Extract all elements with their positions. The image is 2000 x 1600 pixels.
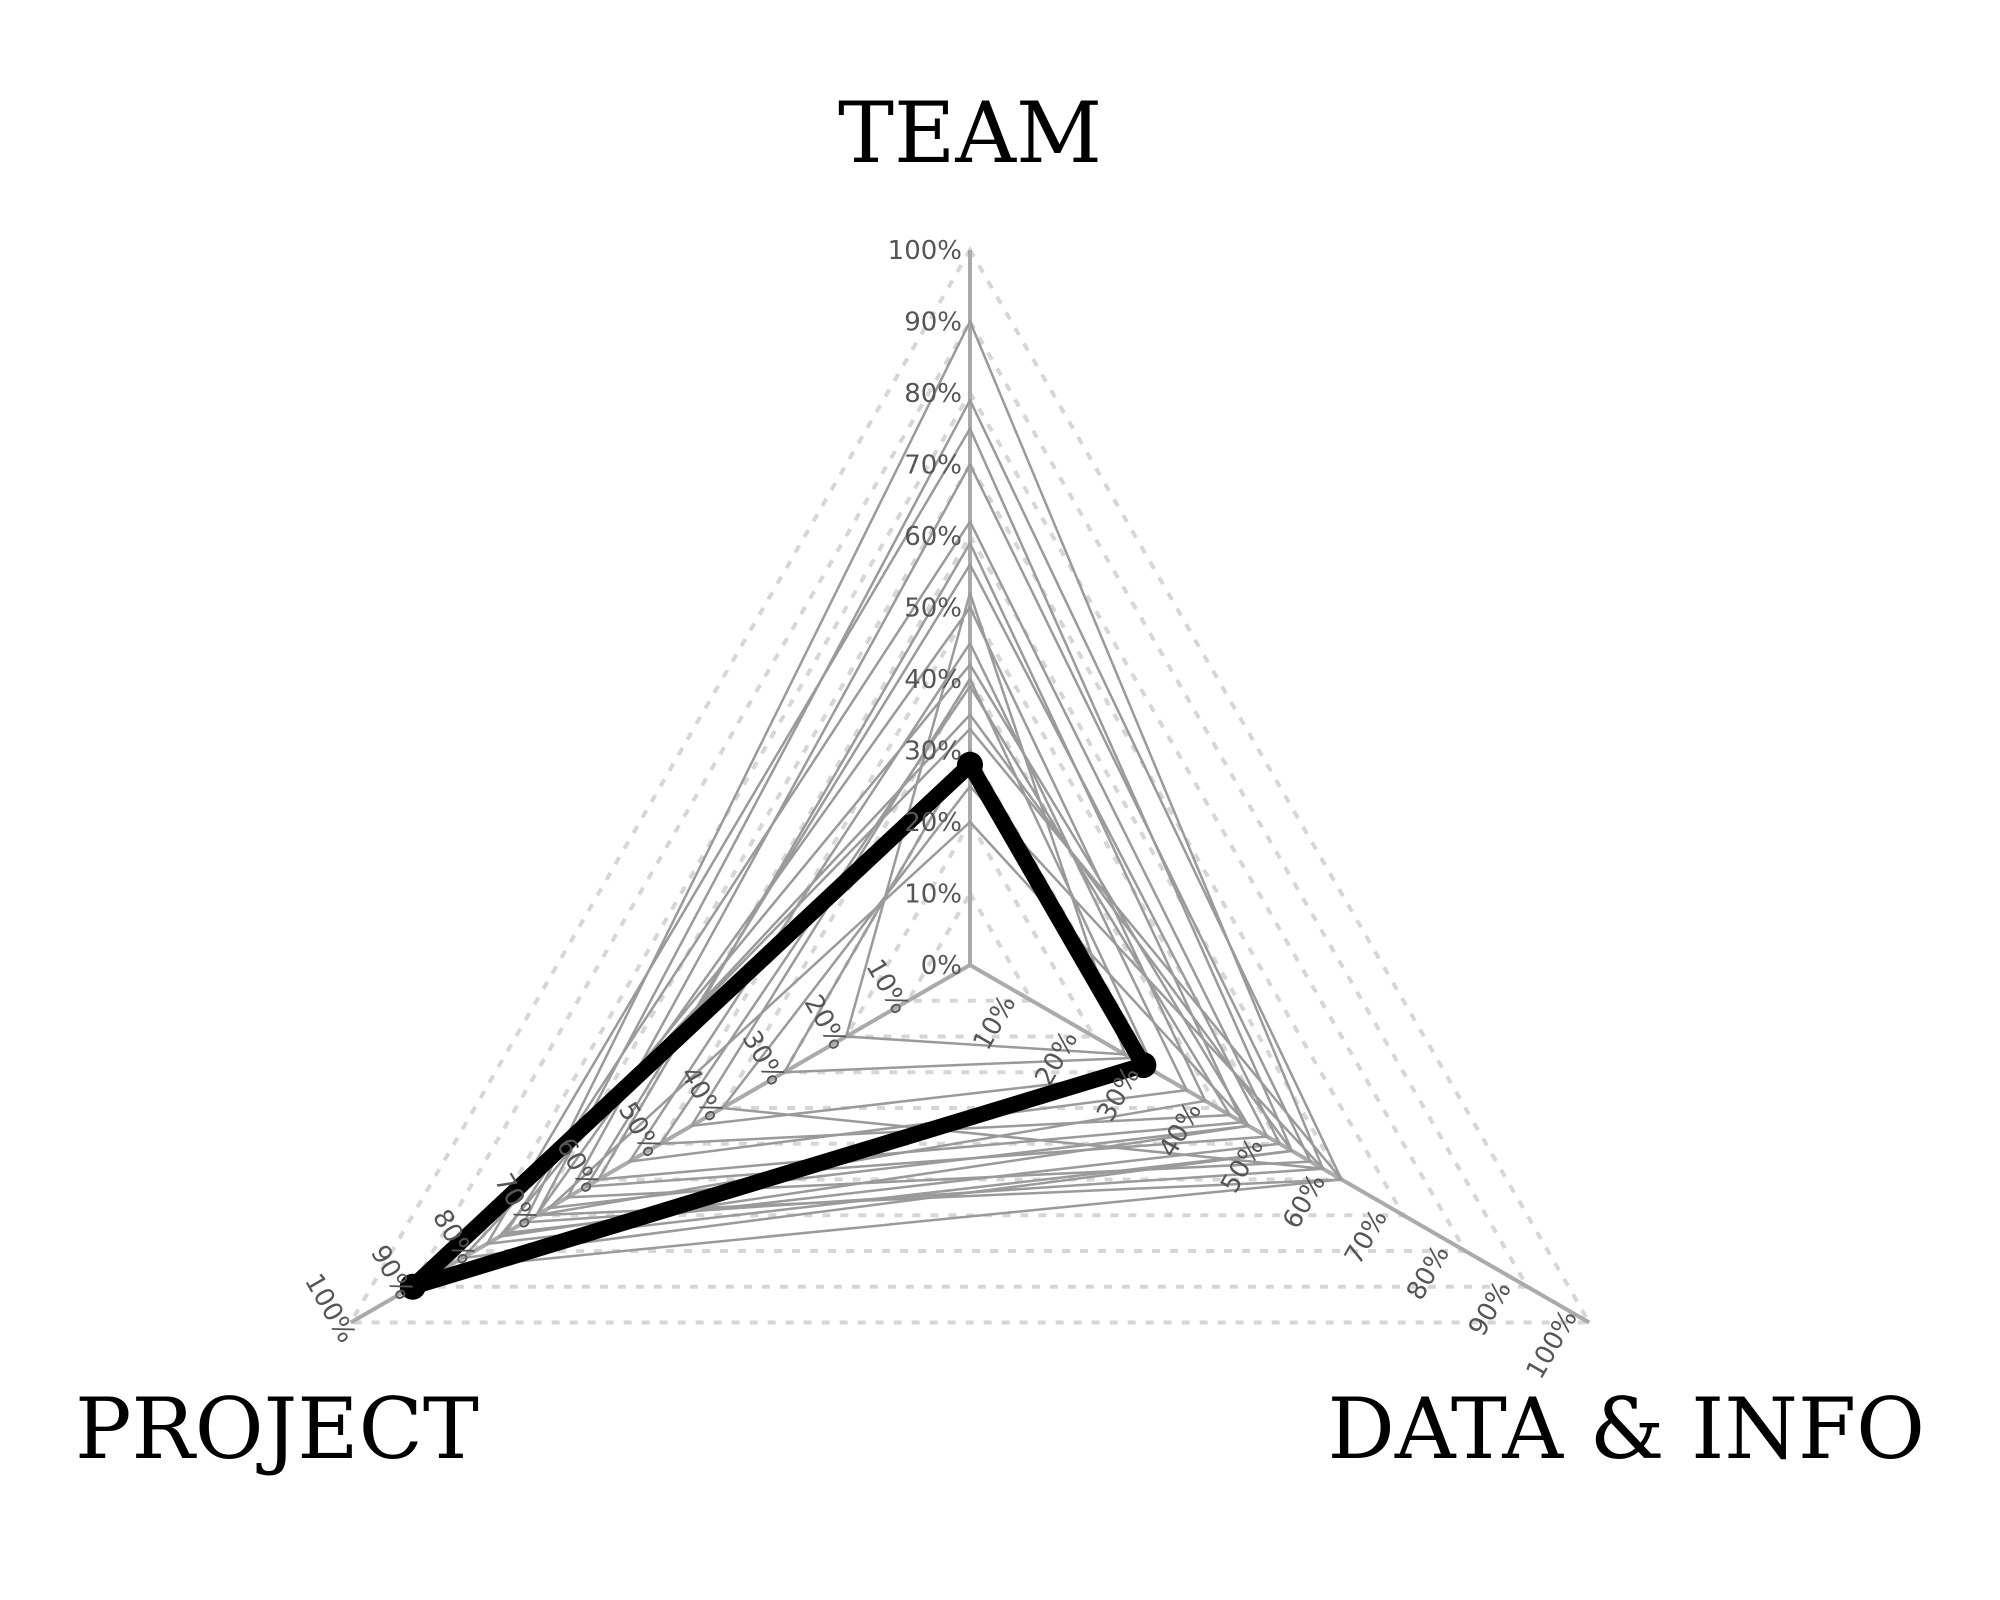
grid-ring-60 <box>595 532 1345 1182</box>
tick-label-team-40: 40% <box>904 665 962 695</box>
background-series-3 <box>485 427 1294 1246</box>
axis-title-data-info: DATA & INFO <box>1327 1380 1925 1478</box>
grid-ring-50 <box>656 603 1284 1146</box>
background-series-18 <box>498 663 1250 1238</box>
background-series-8 <box>535 606 1207 1217</box>
axis-title-layer: TEAM DATA & INFO PROJECT <box>75 84 1925 1478</box>
tick-label-team-60: 60% <box>904 522 962 552</box>
highlight-point-team <box>957 751 983 778</box>
highlight-series-line <box>404 756 1152 1295</box>
tick-label-project-100: 100% <box>298 1269 361 1348</box>
tick-label-team-30: 30% <box>904 737 962 767</box>
tick-label-team-0: 0% <box>921 951 962 981</box>
grid-ring-10 <box>904 889 1036 1003</box>
tick-label-project-20: 20% <box>798 990 853 1055</box>
highlight-series-layer <box>399 751 1157 1300</box>
background-series-16 <box>442 727 1343 1271</box>
grid-ring-40 <box>718 674 1222 1110</box>
highlight-point-project <box>399 1273 426 1300</box>
background-series-6 <box>597 541 1244 1181</box>
tick-label-team-80: 80% <box>904 379 962 409</box>
background-series-15 <box>547 820 1250 1210</box>
tick-label-project-40: 40% <box>674 1061 729 1126</box>
highlight-point-data-info <box>1130 1052 1157 1079</box>
background-series-layer <box>442 320 1343 1271</box>
tick-label-project-10: 10% <box>860 954 915 1019</box>
grid-ring-20 <box>842 818 1098 1039</box>
tick-label-team-20: 20% <box>904 808 962 838</box>
axis-title-team: TEAM <box>838 84 1102 182</box>
tick-label-team-90: 90% <box>904 308 962 338</box>
grid-ring-100 <box>347 245 1593 1325</box>
tick-label-team-50: 50% <box>904 594 962 624</box>
axis-title-project: PROJECT <box>75 1380 479 1478</box>
background-series-1 <box>522 320 1325 1224</box>
background-series-5 <box>504 520 1281 1235</box>
tick-label-data-info-100: 100% <box>1521 1305 1584 1384</box>
background-series-14 <box>721 785 1325 1171</box>
tick-label-team-70: 70% <box>904 451 962 481</box>
tick-label-team-100: 100% <box>888 236 962 266</box>
tick-label-team-10: 10% <box>904 880 962 910</box>
tick-label-data-info-10: 10% <box>968 990 1023 1055</box>
